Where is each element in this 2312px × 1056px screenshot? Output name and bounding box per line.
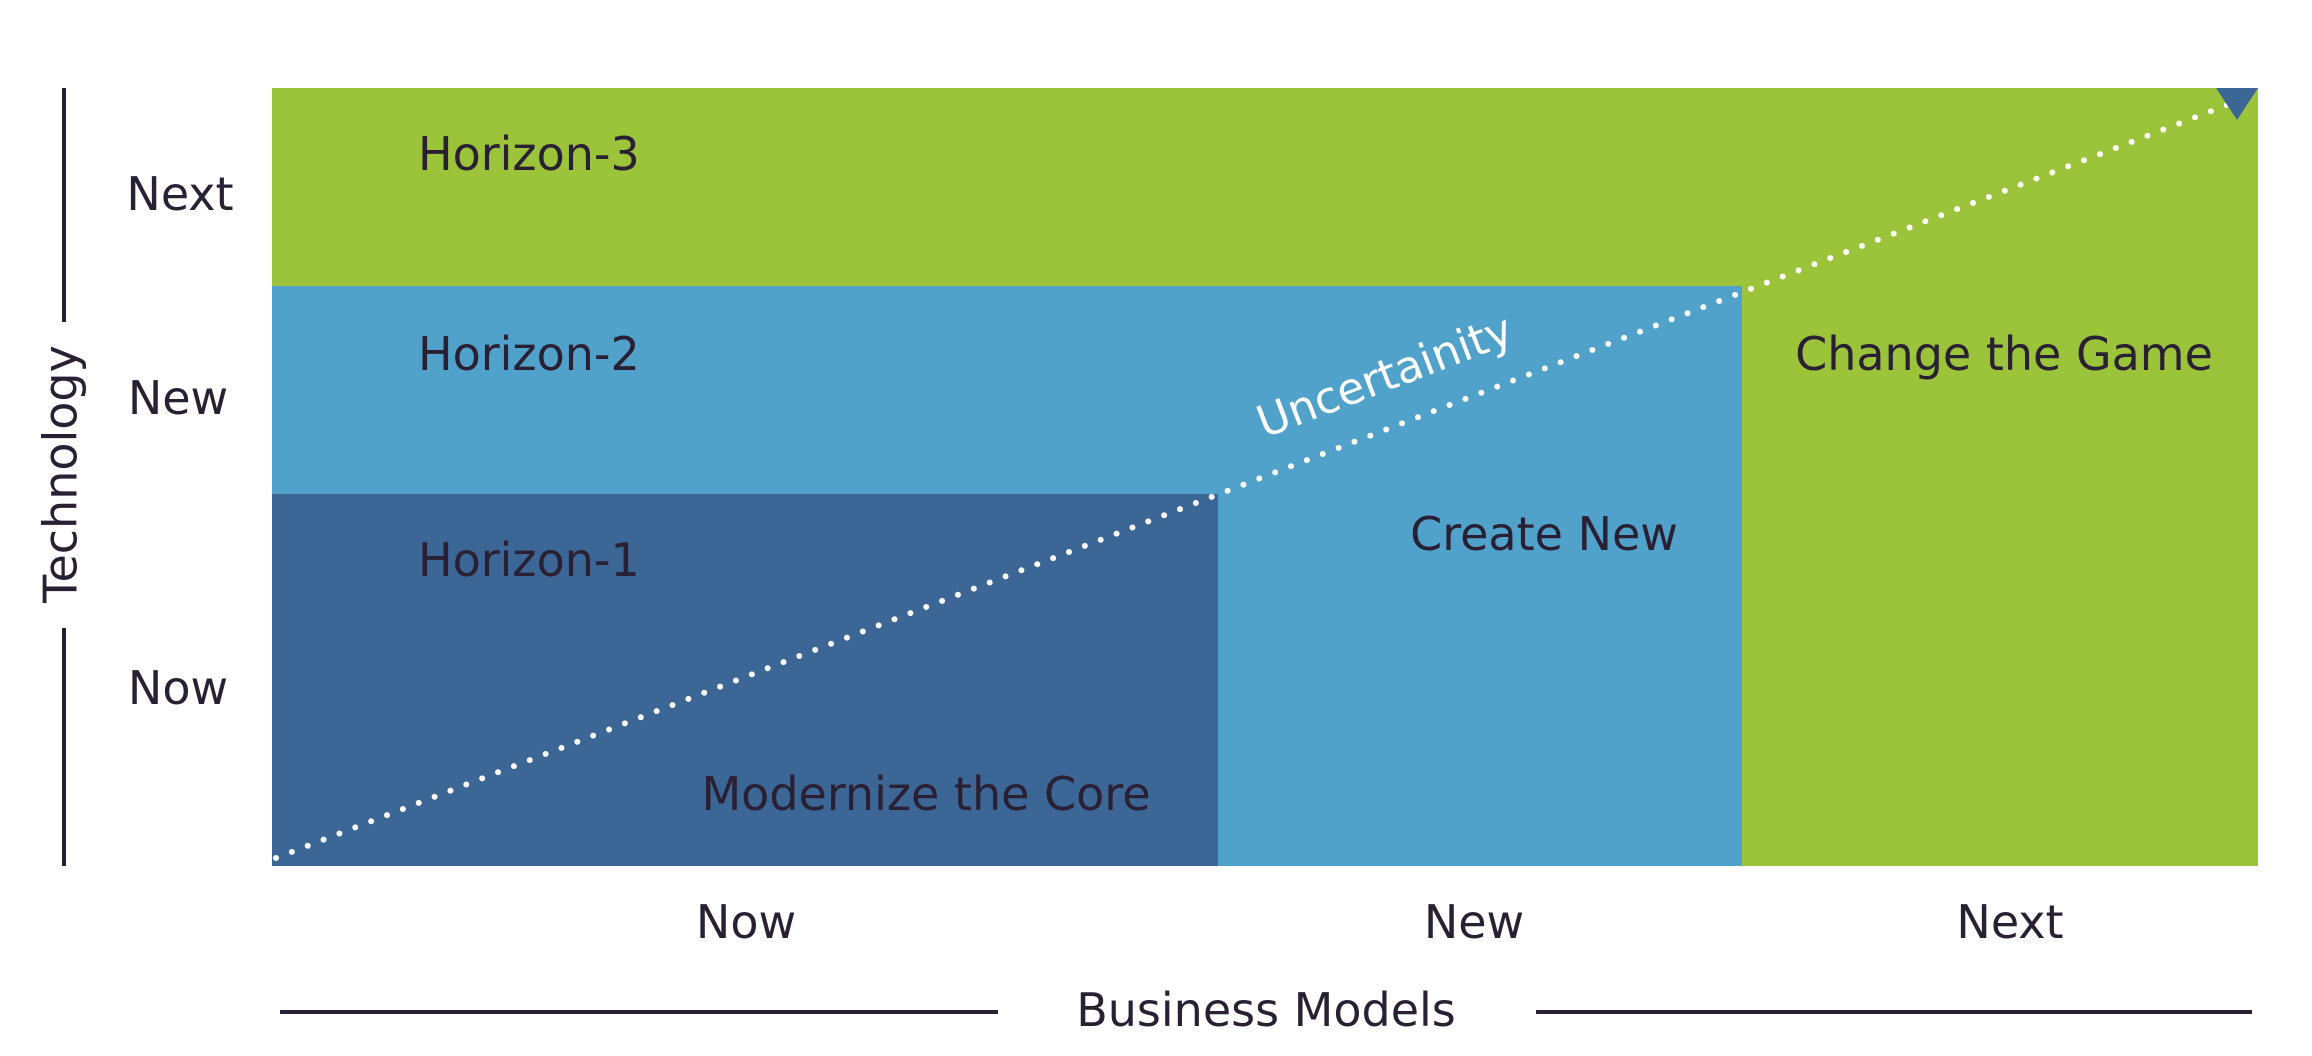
x-axis-title: Business Models [1076, 983, 1456, 1037]
y-tick-next: Next [126, 167, 233, 221]
y-axis-title: Technology [34, 345, 88, 604]
horizon-1-label: Horizon-1 [418, 533, 640, 587]
x-tick-now: Now [696, 895, 796, 949]
uncertainty-diagonal [273, 97, 2243, 861]
zone-label-core: Modernize the Core [701, 767, 1150, 821]
x-tick-next: Next [1956, 895, 2063, 949]
y-tick-new: New [128, 371, 228, 425]
horizon-2-label: Horizon-2 [418, 327, 640, 381]
horizon-1-region [272, 494, 1218, 866]
zone-label-game: Change the Game [1795, 327, 2213, 381]
horizon-3-label: Horizon-3 [418, 127, 640, 181]
x-tick-new: New [1424, 895, 1524, 949]
arrow-marker-icon [2216, 88, 2258, 120]
y-tick-now: Now [128, 661, 228, 715]
zone-label-create: Create New [1410, 507, 1678, 561]
